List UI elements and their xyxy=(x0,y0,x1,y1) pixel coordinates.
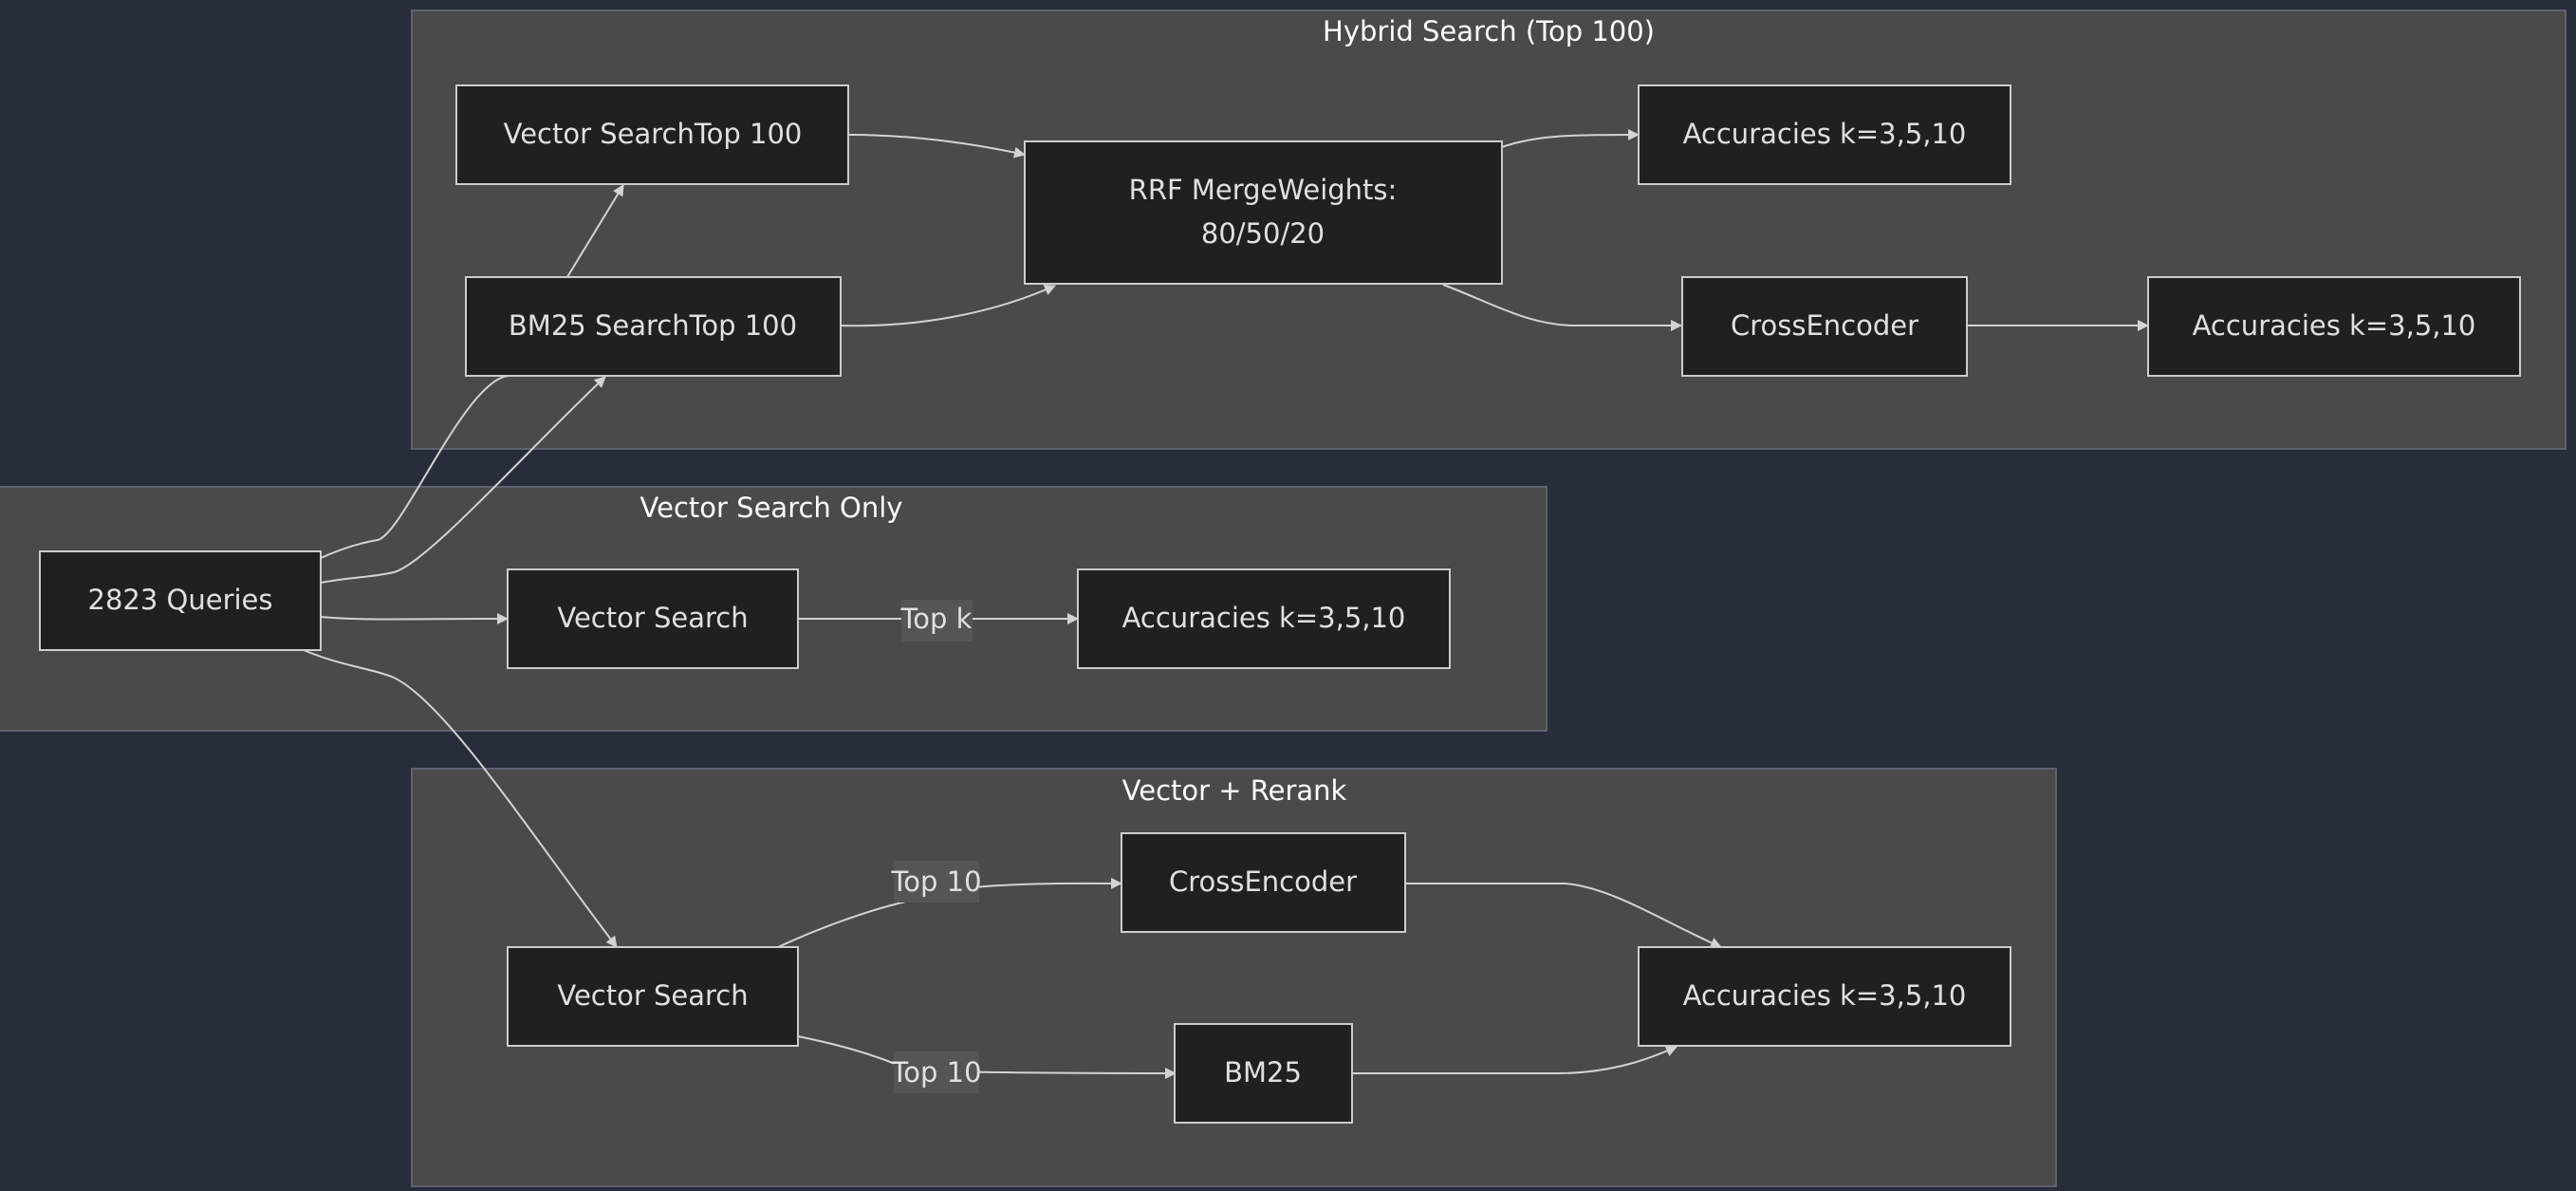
svg-text:Accuracies k=3,5,10: Accuracies k=3,5,10 xyxy=(1683,979,1967,1012)
edge-rrf-to-cross xyxy=(1442,284,1682,331)
svg-text:CrossEncoder: CrossEncoder xyxy=(1731,309,1918,342)
edge-hybrid-vector-to-rrf xyxy=(847,134,1026,158)
edge-label-top-10-cross: Top 10 xyxy=(890,861,982,903)
svg-text:80/50/20: 80/50/20 xyxy=(1201,217,1325,250)
svg-text:Accuracies k=3,5,10: Accuracies k=3,5,10 xyxy=(1683,118,1967,150)
node-rrf-merge: RRF MergeWeights: 80/50/20 xyxy=(1024,140,1503,285)
edge-label-top-k: Top k xyxy=(900,600,973,642)
cluster-title-rerank: Vector + Rerank xyxy=(1122,774,1347,807)
edge-queries-to-rerank-vector xyxy=(303,649,618,948)
cluster-title-vector-only: Vector Search Only xyxy=(640,492,903,524)
node-rerank-bm25: BM25 xyxy=(1174,1023,1353,1124)
cluster-title-hybrid: Hybrid Search (Top 100) xyxy=(1323,15,1655,47)
node-hybrid-bm25-search: BM25 SearchTop 100 xyxy=(465,276,842,377)
edge-queries-to-hybrid-bm25 xyxy=(320,376,606,584)
edge-queries-to-vector xyxy=(320,613,509,625)
node-hybrid-accuracies-2: Accuracies k=3,5,10 xyxy=(2147,276,2521,377)
edge-queries-to-hybrid-vector xyxy=(320,184,624,559)
edge-label-top-10-bm25: Top 10 xyxy=(890,1051,982,1093)
node-vector-search: Vector Search xyxy=(507,568,799,669)
svg-text:Vector Search: Vector Search xyxy=(557,602,748,634)
svg-text:BM25 SearchTop 100: BM25 SearchTop 100 xyxy=(509,309,797,342)
svg-text:Vector Search: Vector Search xyxy=(557,979,748,1012)
node-vector-accuracies: Accuracies k=3,5,10 xyxy=(1077,568,1451,669)
node-hybrid-accuracies-1: Accuracies k=3,5,10 xyxy=(1638,84,2011,185)
svg-text:CrossEncoder: CrossEncoder xyxy=(1169,865,1357,898)
edge-hybrid-bm25-to-rrf xyxy=(840,284,1056,327)
node-rerank-vector-search: Vector Search xyxy=(507,946,799,1047)
node-hybrid-vector-search: Vector SearchTop 100 xyxy=(455,84,849,185)
node-queries: 2823 Queries xyxy=(39,550,322,651)
node-rerank-accuracies: Accuracies k=3,5,10 xyxy=(1638,946,2011,1047)
svg-text:Accuracies k=3,5,10: Accuracies k=3,5,10 xyxy=(2193,309,2476,342)
edge-rrf-to-acc1 xyxy=(1501,129,1640,148)
node-rerank-crossencoder: CrossEncoder xyxy=(1121,832,1406,933)
node-hybrid-crossencoder: CrossEncoder xyxy=(1681,276,1968,377)
svg-text:Accuracies k=3,5,10: Accuracies k=3,5,10 xyxy=(1122,602,1406,634)
svg-text:Top 10: Top 10 xyxy=(890,865,981,898)
svg-text:RRF MergeWeights:: RRF MergeWeights: xyxy=(1129,174,1398,206)
svg-text:BM25: BM25 xyxy=(1224,1056,1302,1089)
svg-text:Top k: Top k xyxy=(900,603,973,635)
svg-text:2823 Queries: 2823 Queries xyxy=(88,584,273,616)
svg-text:Top 10: Top 10 xyxy=(890,1056,981,1089)
svg-text:Vector SearchTop 100: Vector SearchTop 100 xyxy=(504,118,803,150)
edge-rerank-bm25-to-acc xyxy=(1352,1045,1677,1074)
edge-rerank-cross-to-acc xyxy=(1405,883,1722,949)
